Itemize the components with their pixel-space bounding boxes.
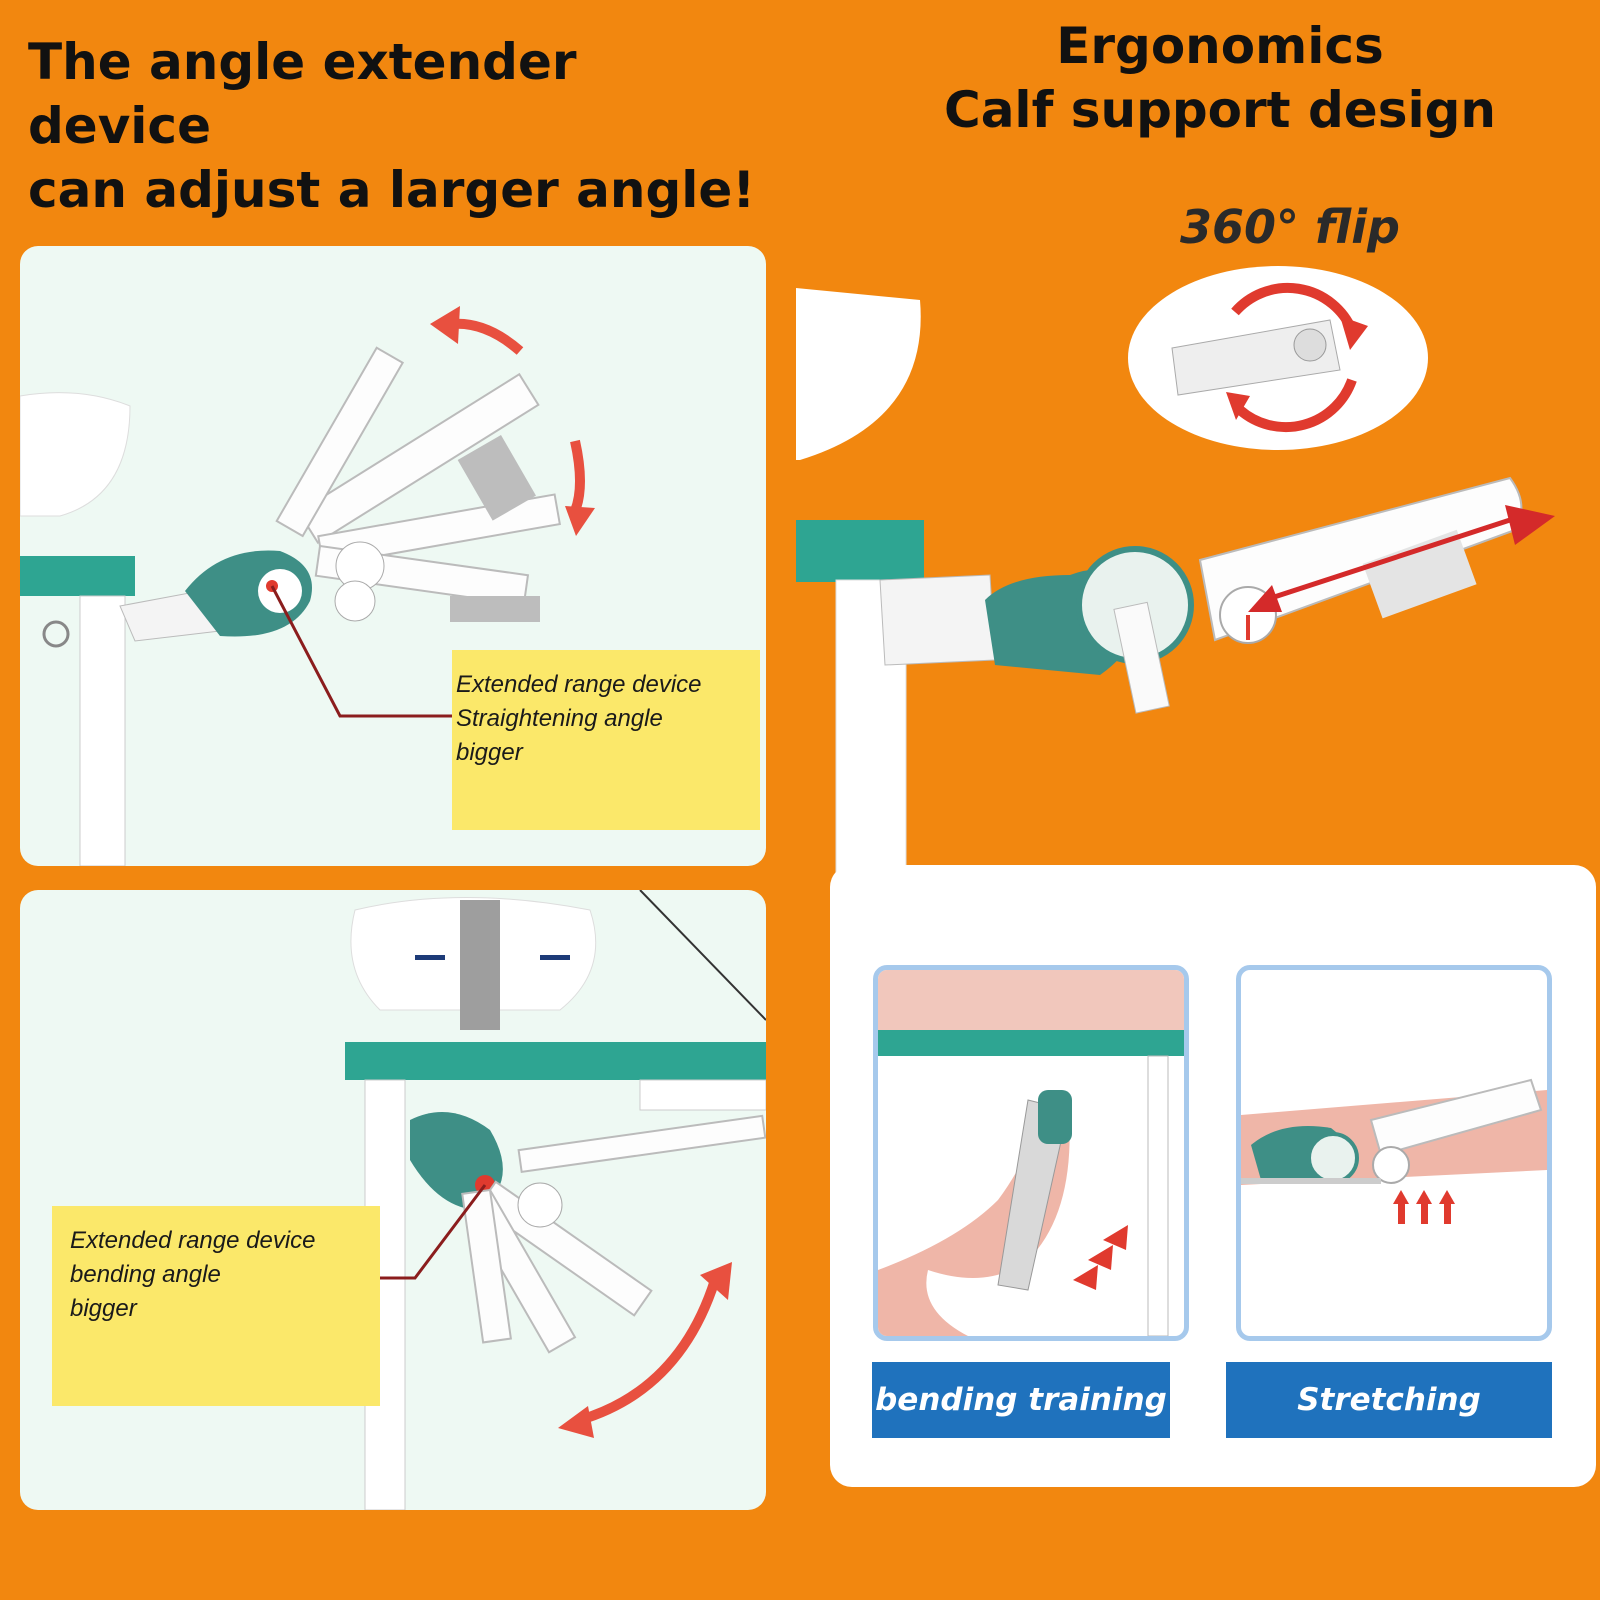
- bending-training-label: bending training: [872, 1362, 1170, 1438]
- headline-line: The angle extender device: [28, 33, 577, 155]
- straightening-illustration: [20, 306, 595, 866]
- stretching-label: Stretching: [1226, 1362, 1552, 1438]
- note-line: bigger: [456, 739, 523, 766]
- straightening-angle-note: Extended range device Straightening angl…: [452, 650, 760, 830]
- stretching-illustration: [1241, 1078, 1547, 1224]
- bending-illustration-panel: [20, 890, 766, 1510]
- headline-angle-extender: The angle extender device can adjust a l…: [28, 30, 768, 222]
- bending-training-illustration: [878, 970, 1184, 1336]
- straightening-illustration-panel: [20, 246, 766, 866]
- headline-ergonomics: Ergonomics Calf support design: [900, 14, 1540, 142]
- note-line: Straightening angle: [456, 705, 663, 732]
- note-line: Extended range device: [70, 1227, 316, 1254]
- stretching-image: [1236, 965, 1552, 1341]
- headline-line: can adjust a larger angle!: [28, 161, 756, 219]
- bending-angle-note: Extended range device bending angle bigg…: [52, 1206, 380, 1406]
- bending-training-image: [873, 965, 1189, 1341]
- headline-line: Ergonomics: [1056, 17, 1384, 75]
- bending-illustration: [345, 890, 766, 1510]
- headline-line: Calf support design: [944, 81, 1496, 139]
- flip-label: 360° flip: [1180, 200, 1400, 254]
- note-line: bending angle: [70, 1261, 221, 1288]
- note-line: Extended range device: [456, 671, 702, 698]
- note-line: bigger: [70, 1295, 137, 1322]
